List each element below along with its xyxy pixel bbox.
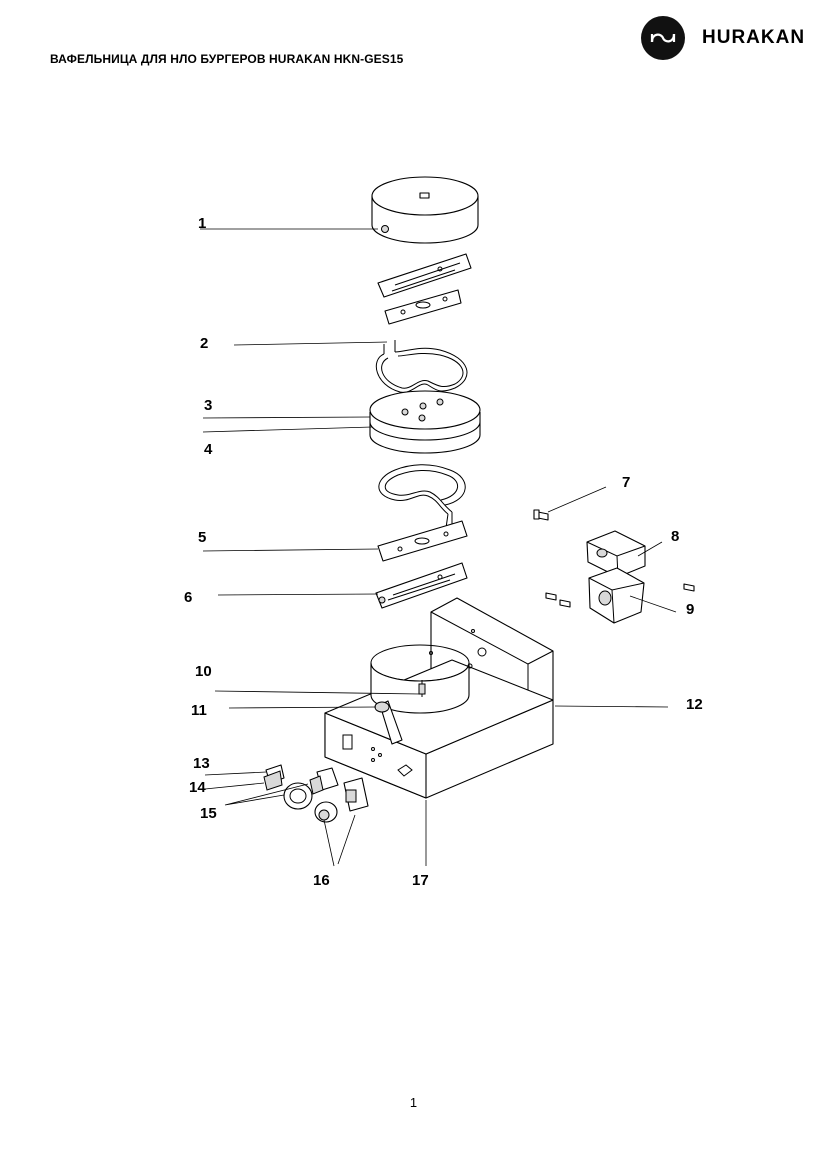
leader-lines [200, 228, 677, 867]
part-6-lower-mounting-bracket [375, 562, 468, 609]
upper-mounting-bracket [377, 253, 472, 325]
callout-6: 6 [184, 589, 192, 606]
document-title: ВАФЕЛЬНИЦА ДЛЯ НЛО БУРГЕРОВ HURAKAN HKN-… [50, 52, 404, 66]
part-8-9-hinge [545, 530, 695, 624]
callout-12: 12 [686, 696, 703, 713]
callout-2: 2 [200, 335, 208, 352]
callout-9: 9 [686, 601, 694, 618]
part-10-11-heater-ring [370, 644, 473, 745]
brand-logo: HURAKAN [641, 16, 811, 60]
callout-8: 8 [671, 528, 679, 545]
callout-16: 16 [313, 872, 330, 889]
brand-name: HURAKAN [702, 27, 806, 48]
callout-1: 1 [198, 215, 206, 232]
part-1-top-lid [371, 176, 479, 244]
part-3-4-baking-plates [369, 390, 481, 454]
callout-11: 11 [191, 702, 207, 719]
callout-13: 13 [193, 755, 210, 772]
callout-10: 10 [195, 663, 212, 680]
part-13-16-controls [263, 764, 369, 823]
callout-4: 4 [204, 441, 213, 458]
callout-3: 3 [204, 397, 212, 414]
part-7-screw [533, 509, 549, 521]
part-callouts: 1 2 3 4 5 6 7 8 9 10 11 12 13 14 15 16 1… [184, 215, 703, 889]
callout-15: 15 [200, 805, 217, 822]
page-number: 1 [409, 1095, 418, 1110]
part-2-upper-heating-element [375, 340, 468, 393]
callout-14: 14 [189, 779, 206, 796]
callout-17: 17 [412, 872, 429, 889]
part-5-lower-inner-bracket [377, 520, 468, 562]
callout-7: 7 [622, 474, 630, 491]
callout-5: 5 [198, 529, 206, 546]
lower-heating-element [378, 464, 466, 529]
hurakan-logo-icon [641, 16, 685, 60]
